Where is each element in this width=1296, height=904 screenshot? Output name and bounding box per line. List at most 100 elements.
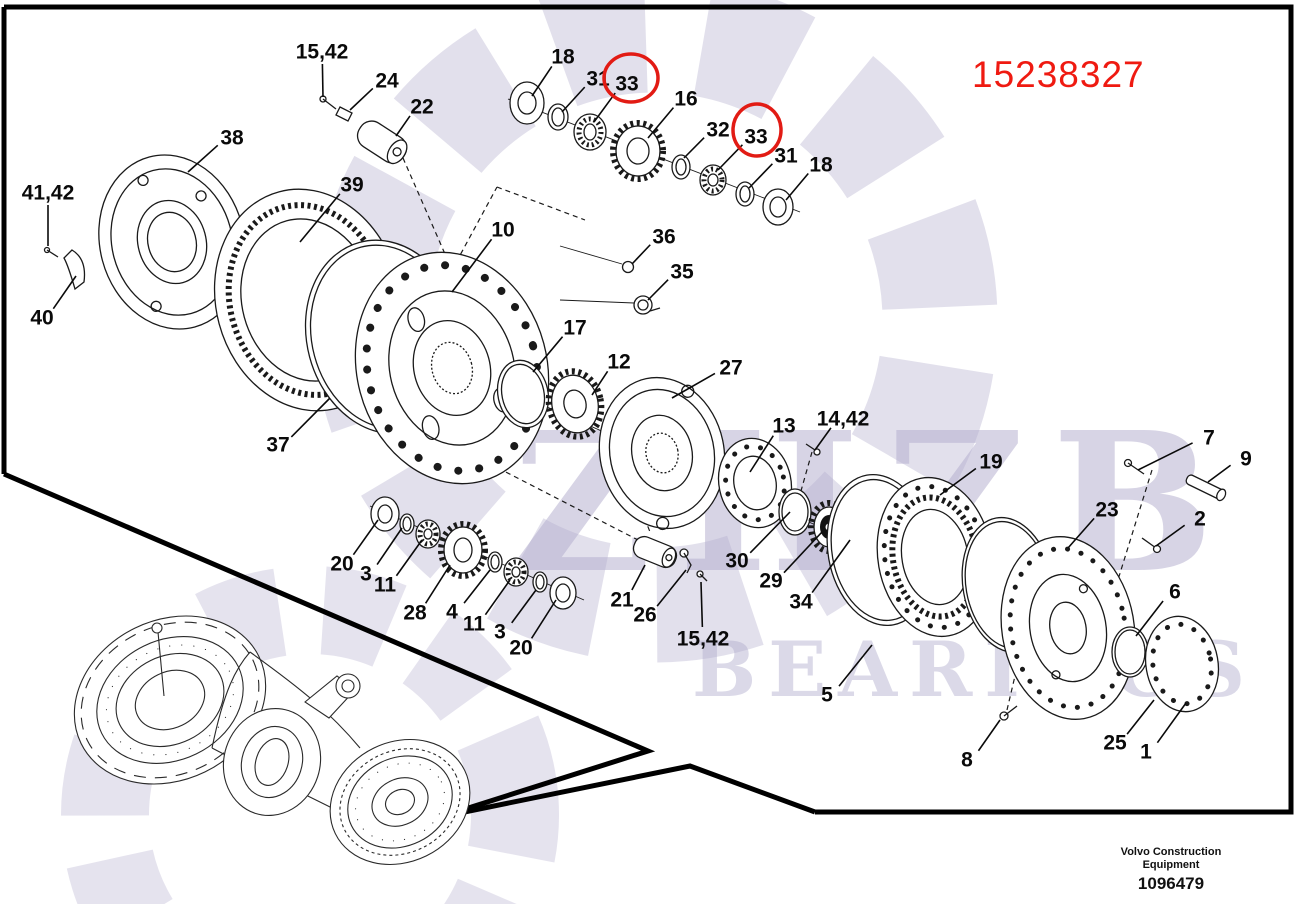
screw-15-42-top bbox=[319, 95, 337, 110]
leader-line bbox=[561, 86, 586, 113]
leader-line bbox=[838, 644, 873, 687]
part-label-36: 36 bbox=[652, 226, 675, 249]
leader-line bbox=[749, 511, 791, 554]
ring-17 bbox=[496, 359, 550, 429]
leader-line bbox=[511, 589, 537, 624]
screw-41-42 bbox=[43, 246, 59, 258]
part-label-3: 3 bbox=[494, 621, 506, 644]
leader-line bbox=[1137, 442, 1193, 471]
part-label-15-42: 15,42 bbox=[296, 41, 349, 64]
flange-38 bbox=[98, 154, 246, 330]
part-label-2: 2 bbox=[1194, 508, 1206, 531]
part-label-16: 16 bbox=[674, 88, 697, 111]
leader-line bbox=[749, 435, 774, 473]
part-label-29: 29 bbox=[759, 570, 782, 593]
part-label-18: 18 bbox=[809, 154, 833, 177]
part-label-4: 4 bbox=[446, 601, 458, 624]
part-label-34: 34 bbox=[789, 591, 813, 614]
part-label-21: 21 bbox=[610, 589, 634, 612]
highlighted-part-number: 15238327 bbox=[972, 54, 1145, 95]
part-label-6: 6 bbox=[1169, 581, 1181, 604]
part-label-20: 20 bbox=[509, 637, 532, 660]
part-label-17: 17 bbox=[563, 317, 586, 340]
ball-36 bbox=[621, 260, 635, 274]
part-label-30: 30 bbox=[725, 550, 748, 573]
part-label-1: 1 bbox=[1140, 741, 1152, 764]
axle-overview bbox=[73, 615, 471, 866]
leader-line bbox=[532, 336, 564, 373]
parts-artwork bbox=[43, 81, 1227, 866]
leader-line bbox=[531, 65, 553, 97]
nut-35 bbox=[633, 295, 661, 315]
ring-3b bbox=[532, 571, 548, 593]
leader-line bbox=[671, 372, 716, 399]
leader-line bbox=[1135, 600, 1164, 637]
leader-line bbox=[700, 581, 704, 628]
bearing-11b bbox=[503, 557, 529, 587]
washer-13 bbox=[717, 437, 793, 529]
lock-26 bbox=[679, 548, 692, 574]
bearing-33b bbox=[699, 164, 727, 196]
part-label-33: 33 bbox=[744, 126, 767, 149]
leader-line bbox=[395, 115, 411, 137]
part-label-20: 20 bbox=[330, 553, 353, 576]
pin-22 bbox=[356, 120, 408, 165]
bolt-7 bbox=[1123, 458, 1145, 475]
leader-line bbox=[631, 244, 651, 265]
leader-line bbox=[451, 238, 493, 293]
part-label-38: 38 bbox=[220, 127, 244, 150]
part-label-22: 22 bbox=[410, 96, 433, 119]
leader-line bbox=[1126, 699, 1155, 735]
part-label-37: 37 bbox=[266, 434, 289, 457]
part-label-3: 3 bbox=[360, 563, 372, 586]
part-label-14-42: 14,42 bbox=[817, 408, 870, 431]
cover-plate-25 bbox=[1144, 615, 1220, 713]
leader-line bbox=[463, 569, 491, 604]
red-annotations bbox=[602, 52, 783, 158]
planet-carrier-10 bbox=[354, 251, 550, 485]
leader-line bbox=[321, 63, 324, 98]
pin-21 bbox=[632, 535, 678, 569]
ring-30 bbox=[778, 488, 812, 536]
part-label-18: 18 bbox=[551, 46, 575, 69]
leader-line bbox=[785, 172, 809, 201]
part-label-13: 13 bbox=[772, 415, 795, 438]
washer-4 bbox=[487, 551, 503, 573]
washer-24 bbox=[335, 106, 353, 122]
leader-line bbox=[530, 599, 557, 639]
bolt-2 bbox=[1141, 537, 1162, 554]
ring-3a bbox=[399, 513, 415, 535]
leader-line bbox=[395, 539, 423, 577]
part-label-39: 39 bbox=[340, 174, 363, 197]
part-label-40: 40 bbox=[30, 307, 53, 330]
washer-32 bbox=[671, 154, 691, 180]
leader-line bbox=[299, 193, 341, 243]
part-label-23: 23 bbox=[1095, 499, 1118, 522]
leader-line bbox=[352, 519, 379, 556]
leader-line bbox=[1207, 464, 1232, 483]
leader-line bbox=[424, 564, 451, 604]
retainer-18a bbox=[509, 81, 545, 125]
part-label-35: 35 bbox=[670, 261, 694, 284]
footer-company-line1: Volvo Construction bbox=[1120, 845, 1222, 858]
leader-line bbox=[591, 370, 609, 396]
leader-line bbox=[52, 275, 77, 310]
part-label-10: 10 bbox=[491, 219, 514, 242]
part-label-11: 11 bbox=[463, 613, 486, 636]
leader-line bbox=[977, 719, 1001, 752]
drawing-number: 1096479 bbox=[1137, 874, 1205, 893]
part-label-33: 33 bbox=[615, 73, 638, 96]
strap-40 bbox=[63, 249, 86, 291]
part-label-7: 7 bbox=[1203, 427, 1215, 450]
part-label-9: 9 bbox=[1240, 448, 1252, 471]
part-label-12: 12 bbox=[607, 351, 630, 374]
leader-line bbox=[349, 87, 374, 111]
o-ring-6 bbox=[1111, 626, 1149, 678]
planet-gear-28 bbox=[438, 521, 488, 579]
leader-line bbox=[1155, 524, 1186, 547]
leader-line bbox=[647, 279, 669, 301]
part-label-32: 32 bbox=[706, 119, 729, 142]
part-label-28: 28 bbox=[403, 602, 427, 625]
